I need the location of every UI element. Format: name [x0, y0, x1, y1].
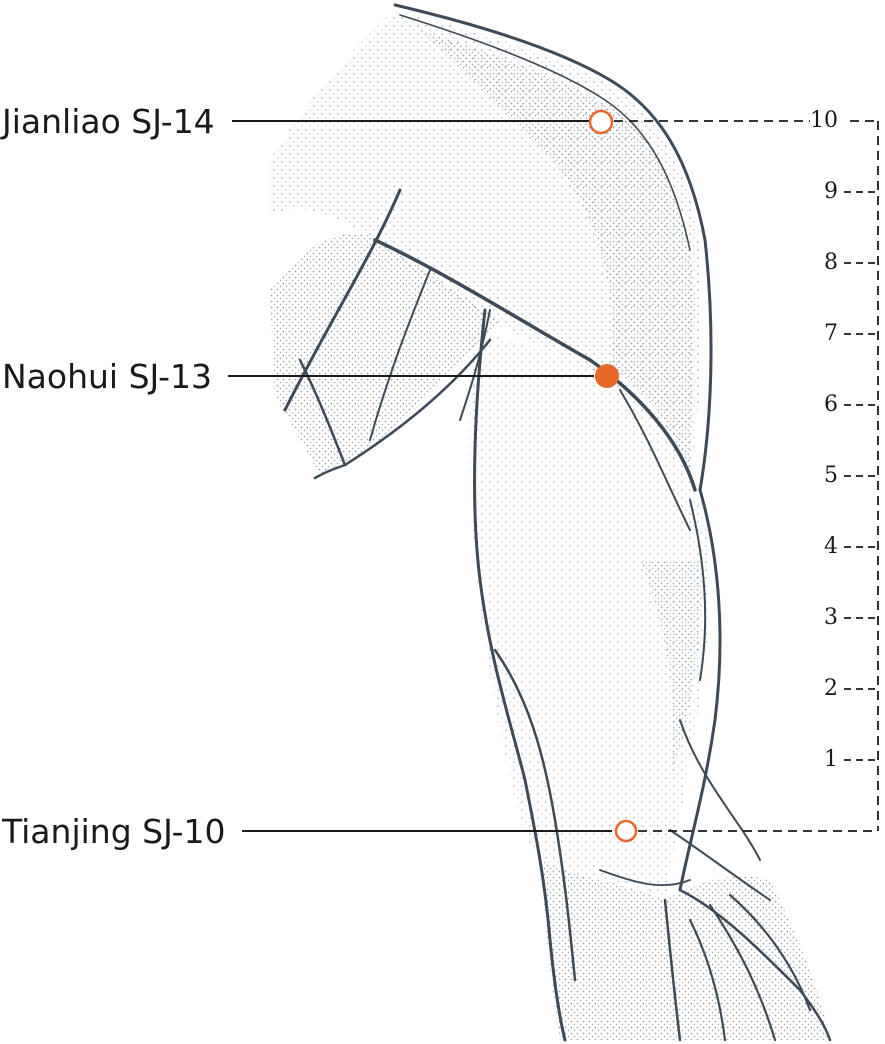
scale-tick-label: 3 [824, 605, 838, 630]
scale-tick-label: 10 [810, 108, 838, 133]
scapula-shading [270, 233, 500, 475]
scale-tick-label: 1 [824, 747, 838, 772]
scale-tick-label: 7 [824, 321, 838, 346]
scale-tick-label: 4 [824, 534, 838, 559]
point-label-sj13: Naohui SJ-13 [2, 357, 212, 396]
scale-tick-label: 8 [824, 250, 838, 275]
scale-tick-label: 9 [824, 179, 838, 204]
point-label-sj10: Tianjing SJ-10 [2, 812, 226, 851]
forearm-shading [540, 860, 830, 1040]
scale-tick-label: 6 [824, 392, 838, 417]
upper-arm-shading [467, 330, 710, 900]
open-circle-icon [588, 109, 614, 135]
scale-tick-label: 2 [824, 676, 838, 701]
open-circle-icon [614, 819, 638, 843]
filled-circle-icon [595, 364, 619, 388]
scale-tick-label: 5 [824, 463, 838, 488]
leader-lines [228, 120, 612, 832]
muscle-contours [283, 3, 832, 1042]
scale-tick-dashes [844, 191, 878, 761]
scale-bracket [614, 120, 879, 832]
point-label-sj14: Jianliao SJ-14 [2, 102, 215, 141]
